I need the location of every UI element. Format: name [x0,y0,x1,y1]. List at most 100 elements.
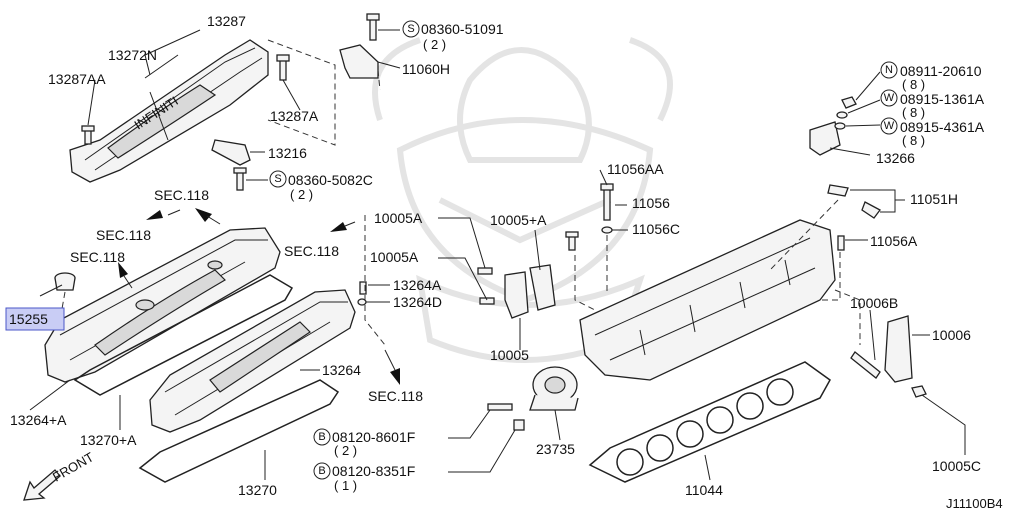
plug-11051h-1[interactable] [827,184,849,197]
label-08360-5082c[interactable]: 08360-5082C [288,172,373,188]
oil-cap-15255[interactable] [54,272,76,291]
nut-08911-20610[interactable] [841,96,857,109]
symbol-s-1: S [402,20,420,38]
front-arrow [23,469,61,501]
bolt-10005a-2[interactable] [479,297,495,305]
gasket-13270-a[interactable] [73,274,294,396]
label-08360-51091[interactable]: 08360-51091 [421,21,504,37]
label-13287[interactable]: 13287 [207,13,246,29]
label-13264-a[interactable]: 13264+A [10,412,67,428]
label-sec118-d[interactable]: SEC.118 [284,243,339,259]
label-08911-20610[interactable]: 08911-20610 [900,63,982,79]
bolt-08360-5082c[interactable] [233,167,247,191]
label-08915-4361a-qty: ( 8 ) [902,133,925,148]
label-08120-8601f[interactable]: 08120-8601F [332,429,415,445]
label-10005[interactable]: 10005 [490,347,529,363]
label-front: FRONT [50,449,96,484]
washer-08915-1361a[interactable] [836,111,848,119]
label-11060h[interactable]: 11060H [402,61,450,77]
bolt-13264a[interactable] [359,281,367,295]
label-13272n[interactable]: 13272N [108,47,157,63]
label-08911-qty: ( 8 ) [902,77,925,92]
label-13216[interactable]: 13216 [268,145,307,161]
label-13287aa[interactable]: 13287AA [48,71,106,87]
nut-10005c[interactable] [911,385,927,398]
bracket-10005[interactable] [504,264,556,319]
bolt-10005a-1[interactable] [477,267,493,275]
label-11056c[interactable]: 11056C [632,221,680,237]
label-11051h[interactable]: 11051H [910,191,958,207]
label-08915-1361a[interactable]: 08915-1361A [900,91,985,107]
svg-text:W: W [884,120,895,132]
bolt-11056a[interactable] [837,235,845,251]
bolt-13287a[interactable] [276,54,290,81]
bolt-11056aa[interactable] [565,231,579,251]
plug-11051h-2[interactable] [861,201,881,219]
diagram-code: J11100B4 [946,496,1003,511]
label-08360-51091-qty: ( 2 ) [423,37,446,52]
bracket-11060h[interactable] [339,44,379,79]
sec-arrow-2 [195,208,221,225]
sec-arrow-1 [146,209,181,220]
sec-arrow-3 [118,262,133,289]
engine-cover-13287[interactable]: INFINITI [69,39,269,183]
bolt-08120-8351f[interactable] [513,419,525,431]
rocker-cover-13264-a[interactable] [44,227,281,383]
bolt-08360-51091[interactable] [366,13,380,41]
washer-08915-4361a[interactable] [834,122,846,130]
rocker-cover-13264[interactable] [149,289,356,433]
label-13270[interactable]: 13270 [238,482,277,498]
label-15255[interactable]: 15255 [9,311,48,327]
label-11056[interactable]: 11056 [632,195,670,211]
symbol-b-1: B [313,428,331,446]
label-13287a[interactable]: 13287A [270,108,319,124]
gasket-13270[interactable] [138,379,340,483]
label-10005c[interactable]: 10005C [932,458,981,474]
symbol-b-2: B [313,462,331,480]
head-gasket-11044[interactable] [588,361,831,483]
symbol-w-2: W [880,117,898,135]
bracket-10006[interactable] [884,315,913,383]
bolt-08120-8601f[interactable] [487,403,513,411]
label-13264a[interactable]: 13264A [393,277,442,293]
svg-text:N: N [885,64,893,76]
symbol-s-2: S [269,170,287,188]
symbol-n-1: N [880,61,898,79]
label-23735[interactable]: 23735 [536,441,575,457]
label-sec118-e[interactable]: SEC.118 [368,388,423,404]
label-10006[interactable]: 10006 [932,327,971,343]
label-11056a[interactable]: 11056A [870,233,918,249]
sec-arrow-5 [384,349,400,385]
svg-text:W: W [884,92,895,104]
label-08120-8351f[interactable]: 08120-8351F [332,463,415,479]
label-08915-4361a[interactable]: 08915-4361A [900,119,985,135]
part-23735[interactable] [529,366,579,411]
svg-text:B: B [318,431,325,443]
bolt-13287aa[interactable] [81,125,95,145]
label-08120-8351f-qty: ( 1 ) [334,478,357,493]
bracket-13216[interactable] [211,139,251,166]
label-13270-a[interactable]: 13270+A [80,432,137,448]
label-10006b[interactable]: 10006B [850,295,898,311]
washer-11056c[interactable] [601,226,613,234]
label-sec118-c[interactable]: SEC.118 [70,249,125,265]
label-08915-1361a-qty: ( 8 ) [902,105,925,120]
label-sec118-a[interactable]: SEC.118 [154,187,209,203]
label-08120-8601f-qty: ( 2 ) [334,443,357,458]
label-13266[interactable]: 13266 [876,150,915,166]
symbol-w-1: W [880,89,898,107]
bracket-13266[interactable] [809,121,841,156]
label-11044[interactable]: 11044 [685,482,723,498]
highlight-15255 [5,307,65,331]
label-13264d[interactable]: 13264D [393,294,442,310]
label-sec118-b[interactable]: SEC.118 [96,227,151,243]
label-10005a-1[interactable]: 10005A [374,210,423,226]
label-11056aa[interactable]: 11056AA [607,161,664,177]
label-10005-a[interactable]: 10005+A [490,212,547,228]
label-10005a-2[interactable]: 10005A [370,249,419,265]
stud-10006b[interactable] [850,351,881,379]
label-13264[interactable]: 13264 [322,362,361,378]
cylinder-head-11044-area[interactable] [579,219,836,381]
